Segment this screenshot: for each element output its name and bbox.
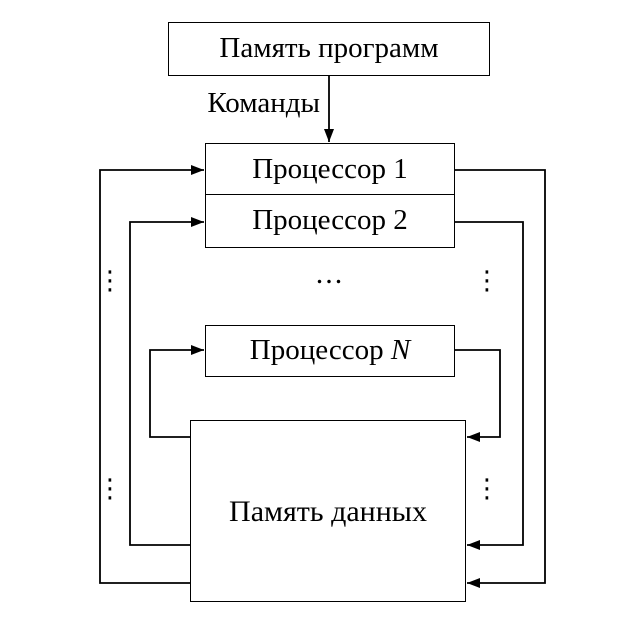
processor-1-box: Процессор 1 — [205, 143, 455, 196]
wire-data-memory-to-processorN — [149, 345, 204, 438]
data-memory-label: Память данных — [229, 494, 427, 528]
wire-processorN-to-data-memory — [455, 349, 501, 442]
processor-2-box: Процессор 2 — [205, 194, 455, 248]
vertical-ellipsis-left-top: ⋮ — [97, 266, 123, 296]
data-memory-box: Память данных — [190, 420, 466, 602]
wire-processor2-to-data-memory — [455, 221, 524, 550]
program-memory-box: Память программ — [168, 22, 490, 76]
processor-n-box: Процессор N — [205, 325, 455, 377]
wire-data-memory-to-processor2 — [129, 217, 204, 546]
wire-processor1-to-data-memory — [455, 169, 546, 588]
processor-n-label-prefix: Процессор — [249, 334, 391, 367]
vertical-ellipsis-left-bottom: ⋮ — [97, 474, 123, 504]
processor-2-label: Процессор 2 — [252, 204, 408, 237]
program-memory-label: Память программ — [219, 32, 439, 65]
processor-n-label-variable: N — [390, 334, 411, 367]
horizontal-ellipsis-center: ... — [315, 257, 345, 290]
commands-label: Команды — [207, 87, 320, 119]
processor-1-label: Процессор 1 — [252, 152, 408, 185]
wire-data-memory-to-processor1 — [99, 165, 204, 584]
vertical-ellipsis-right-bottom: ⋮ — [474, 474, 500, 504]
vertical-ellipsis-right-top: ⋮ — [474, 266, 500, 296]
processor-n-label: Процессор N — [249, 334, 411, 367]
